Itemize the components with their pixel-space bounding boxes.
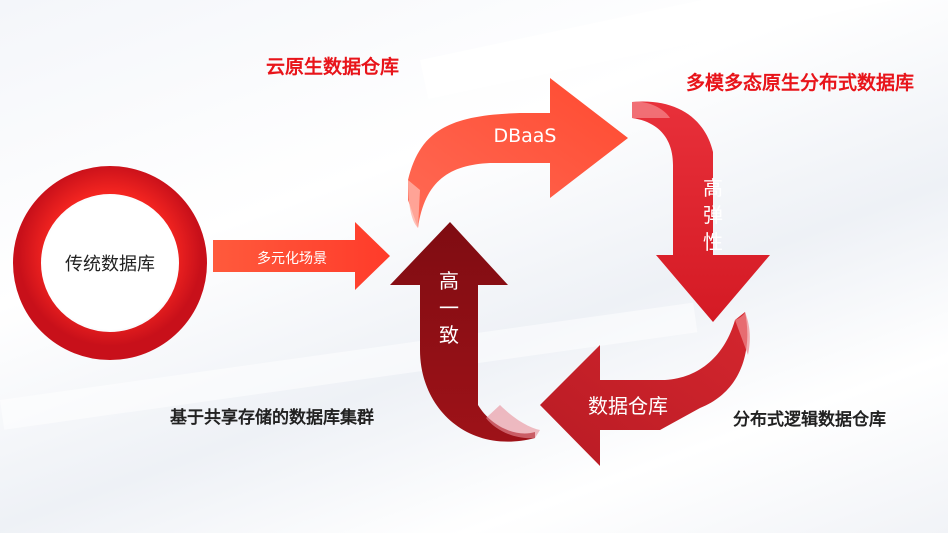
diversified-scenarios-arrow: 多元化场景 (213, 222, 390, 290)
traditional-database-ring: 传统数据库 (13, 166, 207, 360)
caption-cloud-native-dw: 云原生数据仓库 (266, 56, 400, 78)
right-label-1: 高 (703, 176, 723, 200)
right-label-3: 性 (703, 230, 723, 254)
high-elasticity-arrow: 高 弹 性 (632, 101, 770, 323)
main-arrow-label: 多元化场景 (257, 250, 327, 267)
left-label-3: 致 (439, 323, 459, 347)
data-warehouse-arrow: 数据仓库 (540, 312, 750, 466)
high-consistency-arrow: 高 一 致 (390, 222, 540, 442)
caption-distributed-logical-dw: 分布式逻辑数据仓库 (733, 410, 886, 430)
dbaas-label: DBaaS (493, 125, 556, 147)
left-label-2: 一 (439, 296, 459, 320)
right-label-2: 弹 (703, 203, 723, 227)
bottom-label: 数据仓库 (588, 394, 668, 418)
dbaas-arrow: DBaaS (408, 78, 628, 228)
caption-multimodel-distributed-db: 多模多态原生分布式数据库 (686, 72, 915, 94)
caption-shared-storage-cluster: 基于共享存储的数据库集群 (170, 408, 374, 428)
left-label-1: 高 (439, 269, 459, 293)
center-label: 传统数据库 (65, 254, 155, 275)
